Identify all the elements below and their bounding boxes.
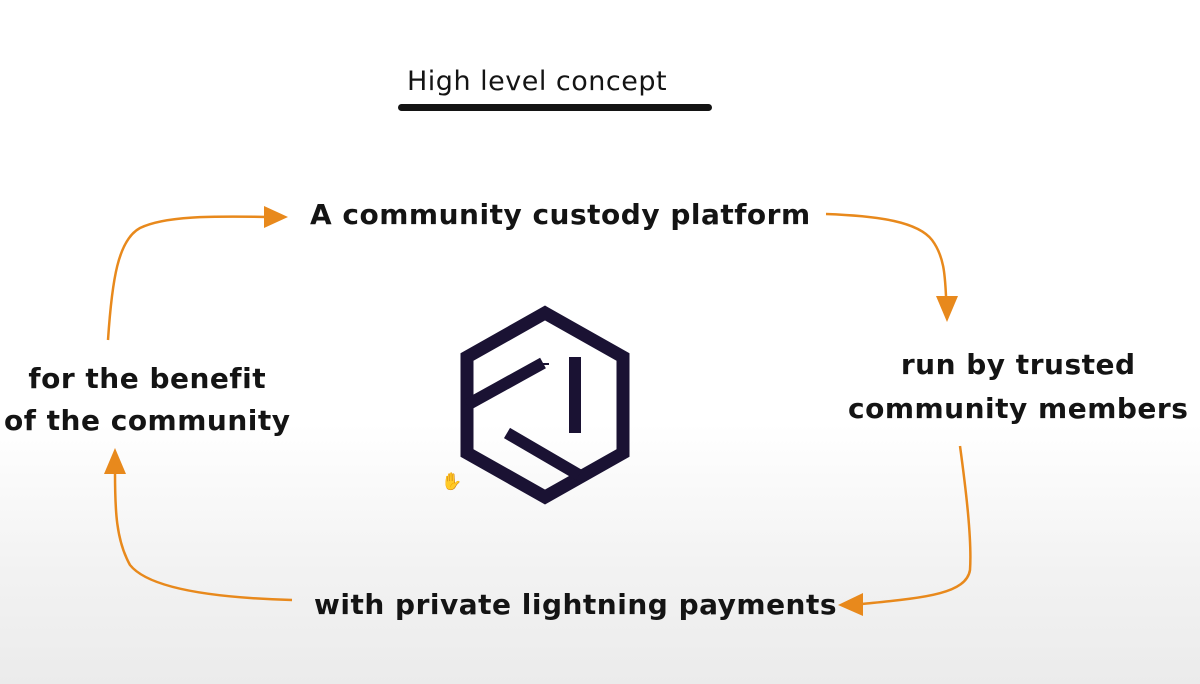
title-underline: [398, 104, 712, 111]
cycle-node-right: run by trusted community members: [848, 343, 1188, 431]
cycle-node-left-line-1: for the benefit: [28, 362, 267, 395]
arrowhead-right-icon: [264, 206, 288, 228]
arrowhead-down-icon: [936, 296, 958, 322]
arrow-left-to-top: [106, 206, 288, 341]
cycle-node-left-line-2: of the community: [4, 404, 291, 437]
diagram-title: High level concept: [407, 66, 668, 97]
cycle-node-top: A community custody platform: [310, 198, 811, 231]
arrowhead-up-icon: [104, 448, 126, 474]
hand-cursor-icon: ✋: [441, 472, 463, 492]
cycle-node-left: for the benefit of the community: [4, 358, 291, 442]
arrowhead-left-icon: [838, 593, 863, 616]
arrow-right-to-bottom: [838, 445, 972, 616]
cycle-node-bottom: with private lightning payments: [314, 588, 838, 621]
arrow-top-to-right: [825, 212, 958, 322]
cycle-node-right-line-2: community members: [848, 392, 1189, 425]
arrow-bottom-to-left: [104, 448, 293, 602]
hexagon-logo-icon: [460, 305, 630, 505]
cycle-node-right-line-1: run by trusted: [900, 348, 1136, 381]
